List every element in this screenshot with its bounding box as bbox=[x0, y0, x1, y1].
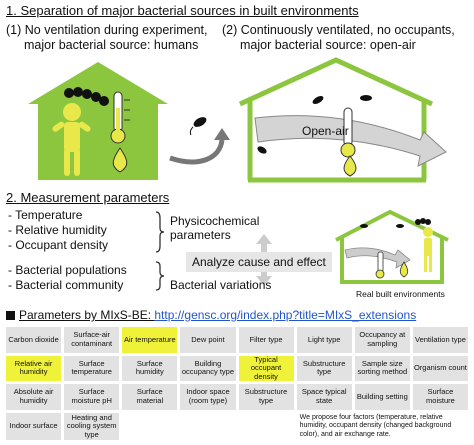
case1-subtitle: major bacterial source: humans bbox=[24, 38, 199, 52]
list-item: - Occupant density bbox=[8, 238, 109, 252]
table-cell: Typical occupant density bbox=[238, 355, 294, 381]
case2-title: (2) Continuously ventilated, no occupant… bbox=[222, 23, 455, 37]
bacterium-icon bbox=[189, 117, 207, 136]
list-item: - Relative humidity bbox=[8, 223, 107, 237]
list-bottom: - Bacterial populations - Bacterial comm… bbox=[8, 263, 127, 293]
case2-subtitle: major bacterial source: open-air bbox=[240, 38, 416, 52]
house-no-ventilation bbox=[28, 62, 168, 180]
table-cell: Surface temperature bbox=[64, 355, 120, 381]
table-cell: Surface moisture bbox=[412, 384, 468, 410]
table-cell: Filter type bbox=[238, 327, 294, 353]
humidity-drop-icon bbox=[112, 147, 128, 173]
table-cell: Surface-air contaminant bbox=[64, 327, 120, 353]
table-cell: Substructure type bbox=[238, 384, 294, 410]
mixs-link[interactable]: http://gensc.org/index.php?title=MIxS_ex… bbox=[154, 308, 417, 322]
brace-top bbox=[155, 211, 165, 253]
params-label: Parameters by MIxS-BE: bbox=[19, 308, 155, 322]
table-cell: Indoor surface bbox=[6, 412, 62, 440]
table-cell: Indoor space (room type) bbox=[180, 384, 236, 410]
table-cell: Substructure type bbox=[296, 355, 352, 381]
table-cell: Ventilation type bbox=[412, 327, 468, 353]
physicochemical-label: Physicochemical parameters bbox=[170, 214, 260, 242]
brace-bottom bbox=[155, 261, 165, 291]
real-environment-house bbox=[335, 209, 449, 284]
table-cell: Surface material bbox=[122, 384, 178, 410]
house-ventilated bbox=[238, 57, 447, 183]
table-cell: Air temperature bbox=[122, 327, 178, 353]
table-cell: Surface humidity bbox=[122, 355, 178, 381]
double-arrow-icon bbox=[256, 234, 272, 286]
list-top: - Temperature - Relative humidity - Occu… bbox=[8, 208, 108, 253]
table-cell: Light type bbox=[296, 327, 352, 353]
table-cell: Building occupancy type bbox=[180, 355, 236, 381]
table-cell: Space typical state bbox=[296, 384, 352, 410]
table-cell: Occupancy at sampling bbox=[354, 327, 410, 353]
table-cell: Dew point bbox=[180, 327, 236, 353]
curved-arrow-icon bbox=[169, 139, 225, 165]
open-air-label: Open-air bbox=[302, 124, 349, 138]
section1-heading: 1. Separation of major bacterial sources… bbox=[6, 3, 359, 18]
table-cell: Sample size sorting method bbox=[354, 355, 410, 381]
table-cell: Carbon dioxide bbox=[6, 327, 62, 353]
analyze-label: Analyze cause and effect bbox=[186, 252, 332, 272]
thermometer-icon bbox=[110, 91, 130, 144]
table-cell: Absolute air humidity bbox=[6, 384, 62, 410]
table-cell: Surface moisture pH bbox=[64, 384, 120, 410]
bacteria-chain-icon bbox=[64, 87, 109, 106]
table-note: We propose four factors (temperature, re… bbox=[296, 412, 468, 440]
open-air-arrow bbox=[254, 115, 447, 167]
table-cell: Organism count bbox=[412, 355, 468, 381]
bacterial-variations-label: Bacterial variations bbox=[170, 278, 272, 292]
list-item: - Bacterial community bbox=[8, 278, 124, 292]
section2-heading: 2. Measurement parameters bbox=[6, 190, 170, 205]
real-environment-caption: Real built environments bbox=[356, 289, 445, 299]
case1-title: (1) No ventilation during experiment, bbox=[6, 23, 208, 37]
table-cell: Relative air humidity bbox=[6, 355, 62, 381]
params-header: Parameters by MIxS-BE: http://gensc.org/… bbox=[6, 308, 416, 322]
table-cell: Heating and cooling system type bbox=[64, 412, 120, 440]
table-cell: Building setting bbox=[354, 384, 410, 410]
person-icon bbox=[52, 103, 91, 176]
list-item: - Bacterial populations bbox=[8, 263, 127, 277]
list-item: - Temperature bbox=[8, 208, 83, 222]
bullet-square-icon bbox=[6, 311, 15, 321]
